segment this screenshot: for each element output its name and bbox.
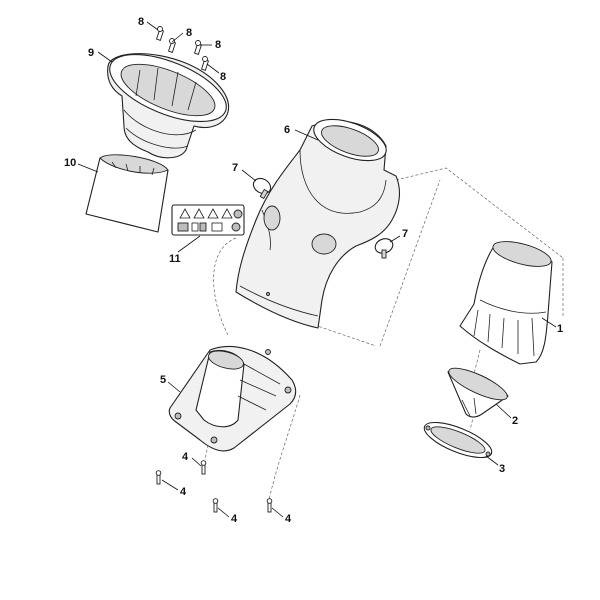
screw-icon [200,56,210,71]
callout-8: 8 [215,39,221,51]
callout-5: 5 [160,374,166,386]
callout-4: 4 [285,513,292,525]
callout-3: 3 [499,463,505,475]
part-8-screws [155,26,210,71]
part-9-upper-funnel [107,53,230,159]
callout-6: 6 [284,124,290,136]
screw-icon [266,498,273,513]
part-3-ring [423,421,493,459]
callout-8: 8 [186,27,192,39]
part-6-chute-housing [235,118,401,329]
screw-icon [155,26,165,41]
callout-4: 4 [182,451,189,463]
part-5-base-housing [168,345,297,452]
screw-icon [193,40,203,55]
callout-2: 2 [512,415,518,427]
part-10-sleeve [85,154,169,233]
warning-label-icon [177,208,243,232]
part-2-funnel-nozzle [447,367,509,418]
part-1-cone-chute [459,241,553,365]
knob-icon [252,177,272,200]
leader-lines [77,21,557,518]
assembly-guide-lines [204,167,564,506]
callout-11: 11 [169,253,181,265]
callout-8: 8 [138,16,144,28]
callout-4: 4 [180,486,187,498]
callout-numbers: 8 8 8 8 9 10 11 6 7 7 1 2 3 5 4 4 4 4 [64,16,563,525]
callout-7: 7 [232,162,238,174]
part-4-screws [155,460,273,513]
screw-icon [212,498,219,513]
part-11-warning-label [171,204,245,236]
screw-icon [200,460,207,475]
callout-1: 1 [557,323,563,335]
part-7-knob-left [252,177,272,200]
knob-icon [374,238,394,259]
part-7-knob-right [374,238,394,259]
callout-9: 9 [88,47,94,59]
callout-7: 7 [402,228,408,240]
callout-10: 10 [64,157,76,169]
callout-8: 8 [220,71,226,83]
screw-icon [155,470,162,485]
screw-icon [167,38,177,53]
callout-4: 4 [231,513,238,525]
